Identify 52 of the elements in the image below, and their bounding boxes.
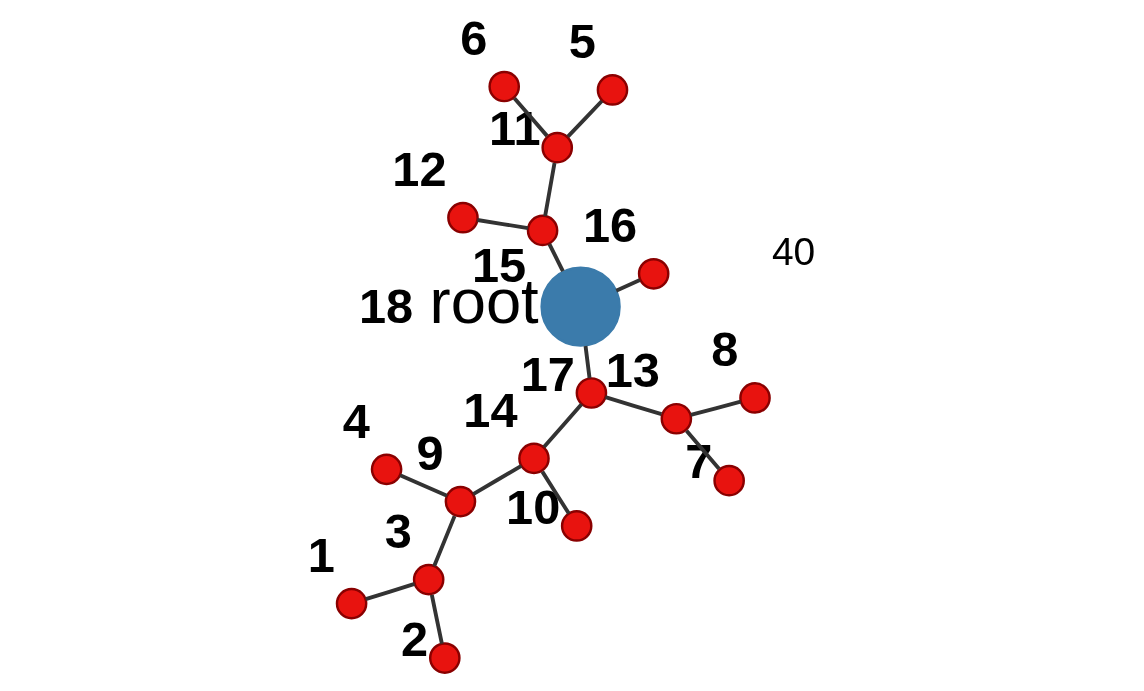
node-circle (541, 131, 574, 164)
node-label: 1 (307, 527, 335, 582)
node-label: 13 (605, 343, 660, 398)
node-circle (560, 510, 593, 542)
node-circle (596, 74, 629, 106)
node-label: 10 (506, 479, 561, 534)
node-label: 6 (460, 10, 488, 65)
connector (685, 429, 721, 471)
node-label: 9 (416, 425, 444, 480)
connector (543, 162, 557, 217)
node-circle (370, 453, 403, 486)
node-circle (444, 485, 477, 518)
node-label: 16 (583, 198, 638, 253)
node-label: 11 (489, 101, 541, 156)
connector (547, 243, 565, 273)
node-circle (637, 257, 670, 290)
node-label: 5 (568, 14, 596, 69)
connector (477, 218, 529, 230)
node-circle (335, 587, 368, 620)
node-circle (713, 464, 745, 497)
node-label: 8 (711, 322, 739, 377)
node-label: 14 (463, 382, 518, 437)
label: 40 (771, 230, 816, 274)
node-label: 12 (392, 142, 447, 197)
connector (583, 345, 592, 379)
connector (365, 582, 416, 602)
node-label: 3 (384, 503, 412, 558)
connector (615, 278, 641, 293)
connector (566, 99, 604, 138)
connector (540, 470, 571, 515)
node-circle (540, 266, 621, 347)
node-circle (488, 70, 521, 103)
connector (429, 594, 444, 645)
node-circle (739, 382, 771, 414)
connector (542, 402, 583, 449)
node-circle (526, 214, 559, 247)
node-label: 17 (520, 346, 575, 401)
connector (690, 399, 742, 417)
node-label: 2 (400, 611, 429, 666)
connector (432, 515, 457, 567)
node-label: 18 (358, 279, 414, 334)
connector (399, 473, 448, 498)
node-circle (447, 201, 479, 234)
connector (472, 464, 523, 496)
connector (604, 395, 663, 417)
node-circle (412, 563, 445, 596)
node-circle (428, 642, 461, 674)
node-circle (660, 402, 693, 435)
connector (512, 97, 549, 138)
node-circle (518, 442, 550, 475)
node-circle (575, 377, 608, 409)
node-label: 4 (342, 393, 370, 448)
